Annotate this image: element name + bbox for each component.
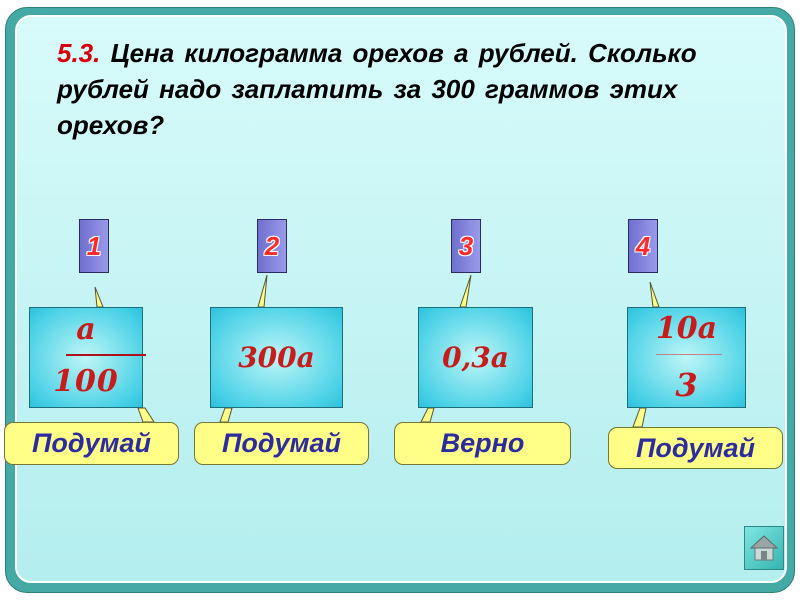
option-2-feedback-label[interactable]: Подумай [194, 422, 369, 465]
option-1-feedback-label[interactable]: Подумай [4, 422, 179, 465]
option-3-value: 0,3а [442, 341, 509, 374]
option-4-numerator: 10а [655, 311, 718, 346]
option-4-denominator: 3 [675, 366, 698, 404]
option-3-answer[interactable]: 0,3а [418, 307, 533, 408]
option-1-answer[interactable]: а 100 [29, 307, 146, 408]
home-icon [749, 535, 779, 561]
question-number: 5.3. [57, 38, 101, 68]
option-4-fraction-line [656, 354, 722, 355]
option-2-number-button[interactable]: 2 [257, 219, 287, 273]
option-1-denominator: 100 [53, 364, 119, 399]
option-1-numerator: а [76, 312, 96, 347]
question-body: Цена килограмма орехов а рублей. Сколько… [57, 38, 697, 140]
question-text: 5.3. Цена килограмма орехов а рублей. Ск… [57, 35, 737, 143]
option-3-feedback-label[interactable]: Верно [394, 422, 571, 465]
option-4-number-button[interactable]: 4 [628, 219, 658, 273]
option-4-feedback-label[interactable]: Подумай [608, 427, 783, 469]
home-button[interactable] [744, 526, 784, 570]
option-2-answer[interactable]: 300а [210, 307, 343, 408]
option-1-fraction-line [66, 354, 146, 356]
option-2-value: 300а [238, 341, 315, 374]
option-3-number-button[interactable]: 3 [451, 219, 481, 273]
option-1-number-button[interactable]: 1 [79, 219, 109, 273]
option-4-answer[interactable]: 10а 3 [627, 307, 746, 408]
